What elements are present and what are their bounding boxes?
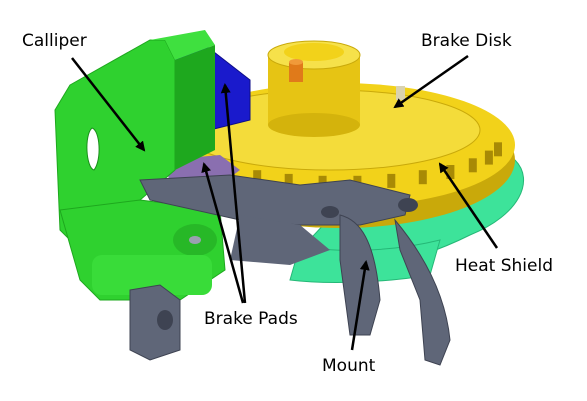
calliper-leader [71, 57, 146, 152]
heat-shield-label: Heat Shield [455, 256, 553, 276]
leader-lines [71, 54, 499, 351]
calliper-label: Calliper [22, 31, 87, 51]
brake-pads-label: Brake Pads [204, 309, 298, 329]
brake-pads-leader-1 [220, 83, 247, 304]
disk-vent [468, 158, 477, 173]
brake-disk-label: Brake Disk [421, 31, 512, 51]
disk-vent [446, 165, 455, 179]
disk-vent [418, 170, 427, 185]
disk-vent [387, 173, 396, 188]
mount [129, 174, 451, 366]
mount-leader [350, 260, 370, 351]
disk-vent [484, 150, 493, 165]
heat-shield-leader [438, 162, 499, 249]
calliper [54, 30, 226, 301]
disk-vent [284, 173, 293, 188]
brake-disk [165, 40, 515, 228]
disk-vent [494, 142, 502, 157]
mount-label: Mount [322, 356, 376, 376]
brake-pads-leader-2 [201, 162, 245, 304]
disk-vent [253, 170, 262, 185]
brake-disk-leader [393, 54, 469, 109]
